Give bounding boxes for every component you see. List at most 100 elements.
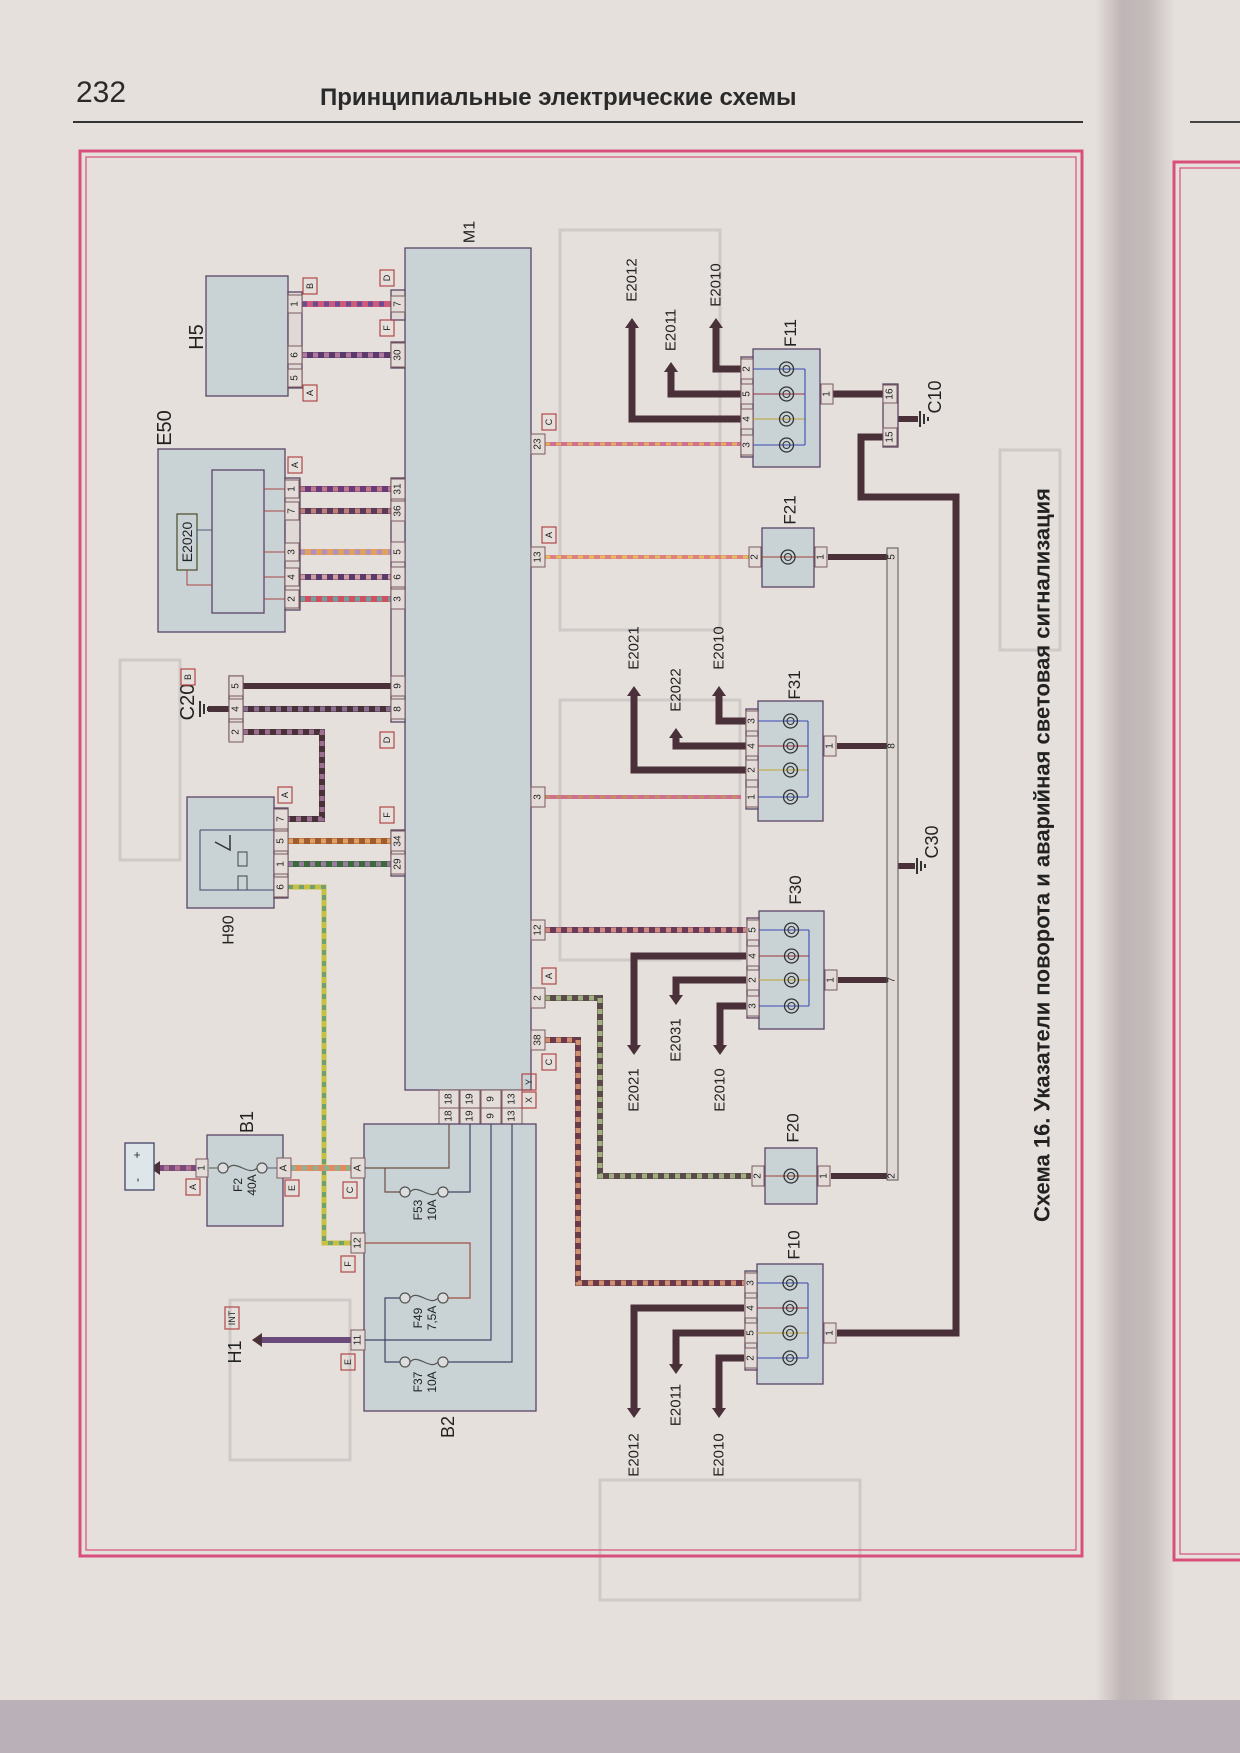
pin-number: 2 (533, 995, 544, 1001)
bulb-socket-icon (787, 975, 796, 985)
connector-badge-label: Y (524, 1079, 534, 1085)
show-through-ghost (558, 698, 742, 962)
pin-number: A (353, 1164, 364, 1171)
component-label: E2020 (179, 522, 195, 563)
connector-badge (302, 384, 318, 402)
component-label: H1 (225, 1340, 245, 1363)
output-arrow-icon (709, 318, 723, 328)
bulb-socket-icon (782, 1300, 798, 1316)
fuse-rating: 40A (245, 1174, 259, 1195)
pin-box (817, 1165, 831, 1187)
output-reference: E2011 (663, 309, 680, 351)
output-reference: E2022 (668, 668, 685, 711)
bulb-socket-icon (783, 922, 800, 938)
pin-number: 7 (393, 301, 404, 307)
connector-badge (379, 731, 395, 749)
pin-box (273, 808, 289, 830)
output-arrow-icon (627, 1045, 641, 1055)
wire (672, 976, 746, 995)
pin-number: 1 (819, 1173, 830, 1179)
pin-box (390, 566, 406, 588)
internal-link (365, 1242, 471, 1299)
scan-bottom-edge (0, 1700, 1240, 1753)
diagram-caption: Схема 16. Указатели поворота и аварийная… (1030, 488, 1055, 1222)
bulb-socket-icon (782, 389, 791, 399)
component-label: F10 (785, 1230, 804, 1259)
bulb-socket-icon (786, 1171, 796, 1181)
fuse-label: F2 (231, 1178, 245, 1192)
connector-badge (287, 456, 303, 474)
pin-number: 18 (444, 1110, 455, 1122)
fuse-icon (409, 1294, 439, 1302)
output-arrow-icon (669, 1364, 683, 1374)
next-page-header-rule (1190, 121, 1240, 123)
output-arrow-icon (669, 995, 683, 1005)
pin-number: 13 (507, 1093, 518, 1105)
pin-box (273, 876, 289, 898)
pin-number: 13 (533, 551, 544, 563)
relay-coil-icon (237, 851, 248, 867)
component-label: F30 (786, 875, 805, 904)
switch-contact-icon (214, 835, 231, 852)
fuse-f49-terminal (399, 1292, 411, 1304)
pin-number: 1 (290, 301, 301, 307)
pin-number: 29 (393, 858, 404, 870)
bulb-socket-icon (786, 792, 795, 802)
pin-box (390, 500, 406, 522)
connector-badge-label: A (188, 1184, 198, 1190)
bulb-socket-icon (787, 925, 796, 935)
pin-number: 5 (231, 683, 242, 689)
pin-box (530, 987, 546, 1009)
diagram-frame (78, 149, 1084, 1558)
connector-badge (180, 668, 196, 686)
bulb-socket-icon (786, 765, 795, 775)
pin-number: 30 (393, 349, 404, 361)
pin-box (390, 853, 406, 875)
connector-badge-label: A (305, 390, 315, 396)
output-reference: E2011 (668, 1384, 685, 1426)
bulb-socket-icon (782, 414, 791, 424)
wire (672, 738, 746, 750)
diagram-frame-inner (85, 156, 1077, 1551)
output-arrow-icon (669, 728, 683, 738)
pin-number: 5 (742, 391, 753, 397)
wire (712, 328, 741, 373)
bulb-socket-icon (780, 549, 796, 565)
bus-pin-number: 7 (887, 977, 898, 983)
output-arrow-icon (712, 686, 726, 696)
pin-box (276, 1157, 292, 1179)
pin-number: 1 (747, 794, 758, 800)
pin-box (287, 345, 303, 365)
output-arrow-icon (627, 1408, 641, 1418)
component-label: B2 (438, 1416, 458, 1438)
pin-number: 9 (393, 683, 404, 689)
pin-number: 3 (393, 596, 404, 602)
output-reference: E2010 (712, 1068, 729, 1111)
bulb-socket-icon (783, 1168, 799, 1184)
bulb-socket-icon (783, 552, 793, 562)
connector-badge-label: F (343, 1261, 353, 1267)
output-arrow-icon (712, 1408, 726, 1418)
page-number: 232 (76, 76, 127, 109)
connector-badge (284, 1179, 300, 1197)
connector-badge (340, 1255, 356, 1273)
connector-strip (740, 356, 754, 458)
bus-pin-number: 5 (887, 554, 898, 560)
connector-badge (342, 1181, 358, 1199)
wire (630, 952, 746, 1045)
arrow-to-h1-icon (252, 1333, 262, 1347)
pin-number: 4 (231, 706, 242, 712)
pin-number: 13 (507, 1110, 518, 1122)
connector-badge (185, 1178, 201, 1196)
connector-badge-label: X (524, 1097, 534, 1103)
pin-number: 2 (287, 596, 298, 602)
pin-number: 6 (290, 352, 301, 358)
pin-box (228, 721, 244, 743)
fuse-f49-terminal (437, 1292, 449, 1304)
lamp-block-f31 (757, 700, 824, 822)
next-page-frame-inner (1179, 167, 1240, 1555)
connector-badge (379, 806, 395, 824)
pin-number: 1 (197, 1165, 208, 1171)
pin-box (390, 698, 406, 720)
